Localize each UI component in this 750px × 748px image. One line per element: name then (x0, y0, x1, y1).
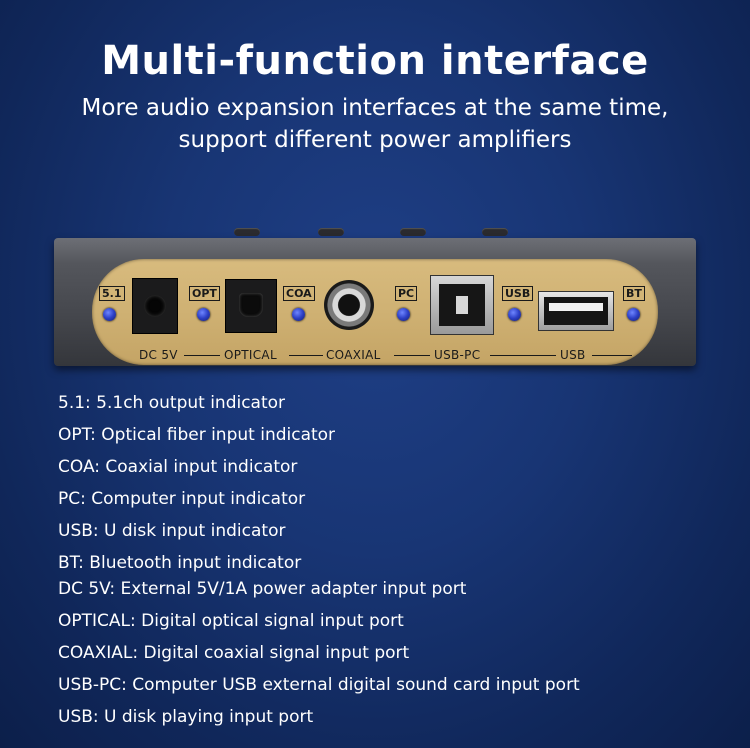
port-label-usb-pc: USB-PC (434, 348, 481, 362)
label-separator (184, 355, 220, 356)
list-item: USB: U disk playing input port (58, 707, 314, 727)
usb-b-port (430, 275, 494, 335)
list-item: OPT: Optical fiber input indicator (58, 425, 336, 445)
dc-5v-jack (132, 278, 178, 334)
label-separator (289, 355, 323, 356)
port-label-optical: OPTICAL (224, 348, 277, 362)
indicator-label-5-1: 5.1 (99, 286, 125, 301)
connector-plate: 5.1 OPT COA PC USB BT DC 5V (92, 259, 658, 365)
led-5-1 (103, 308, 116, 321)
label-separator (490, 355, 556, 356)
port-label-coaxial: COAXIAL (326, 348, 381, 362)
led-pc (397, 308, 410, 321)
list-item: 5.1: 5.1ch output indicator (58, 393, 286, 413)
device-chassis: 5.1 OPT COA PC USB BT DC 5V (54, 238, 696, 366)
subtitle-line-1: More audio expansion interfaces at the s… (81, 95, 669, 121)
indicator-label-coa: COA (283, 286, 315, 301)
page-title: Multi-function interface (101, 38, 649, 84)
led-opt (197, 308, 210, 321)
led-coa (292, 308, 305, 321)
port-label-usb: USB (560, 348, 586, 362)
list-item: BT: Bluetooth input indicator (58, 553, 302, 573)
subtitle: More audio expansion interfaces at the s… (40, 92, 710, 156)
top-foot (234, 228, 260, 236)
list-item: USB-PC: Computer USB external digital so… (58, 675, 580, 695)
list-item: USB: U disk input indicator (58, 521, 286, 541)
top-foot (400, 228, 426, 236)
label-separator (592, 355, 632, 356)
list-item: OPTICAL: Digital optical signal input po… (58, 611, 404, 631)
optical-port (225, 279, 277, 333)
device-rear-panel: 5.1 OPT COA PC USB BT DC 5V (54, 228, 696, 366)
top-foot (318, 228, 344, 236)
led-usb (508, 308, 521, 321)
usb-a-port (538, 291, 614, 331)
indicator-label-opt: OPT (189, 286, 220, 301)
list-item: COAXIAL: Digital coaxial signal input po… (58, 643, 410, 663)
list-item: PC: Computer input indicator (58, 489, 306, 509)
port-label-dc-5v: DC 5V (139, 348, 178, 362)
top-foot (482, 228, 508, 236)
led-bt (627, 308, 640, 321)
indicator-label-pc: PC (395, 286, 418, 301)
coaxial-port (324, 280, 374, 330)
interface-notes-list: 5.1: 5.1ch output indicator OPT: Optical… (58, 388, 728, 734)
indicator-label-bt: BT (623, 286, 645, 301)
label-separator (394, 355, 430, 356)
list-item: COA: Coaxial input indicator (58, 457, 298, 477)
subtitle-line-2: support different power amplifiers (178, 127, 572, 153)
indicator-label-usb: USB (502, 286, 534, 301)
list-item: DC 5V: External 5V/1A power adapter inpu… (58, 579, 467, 599)
